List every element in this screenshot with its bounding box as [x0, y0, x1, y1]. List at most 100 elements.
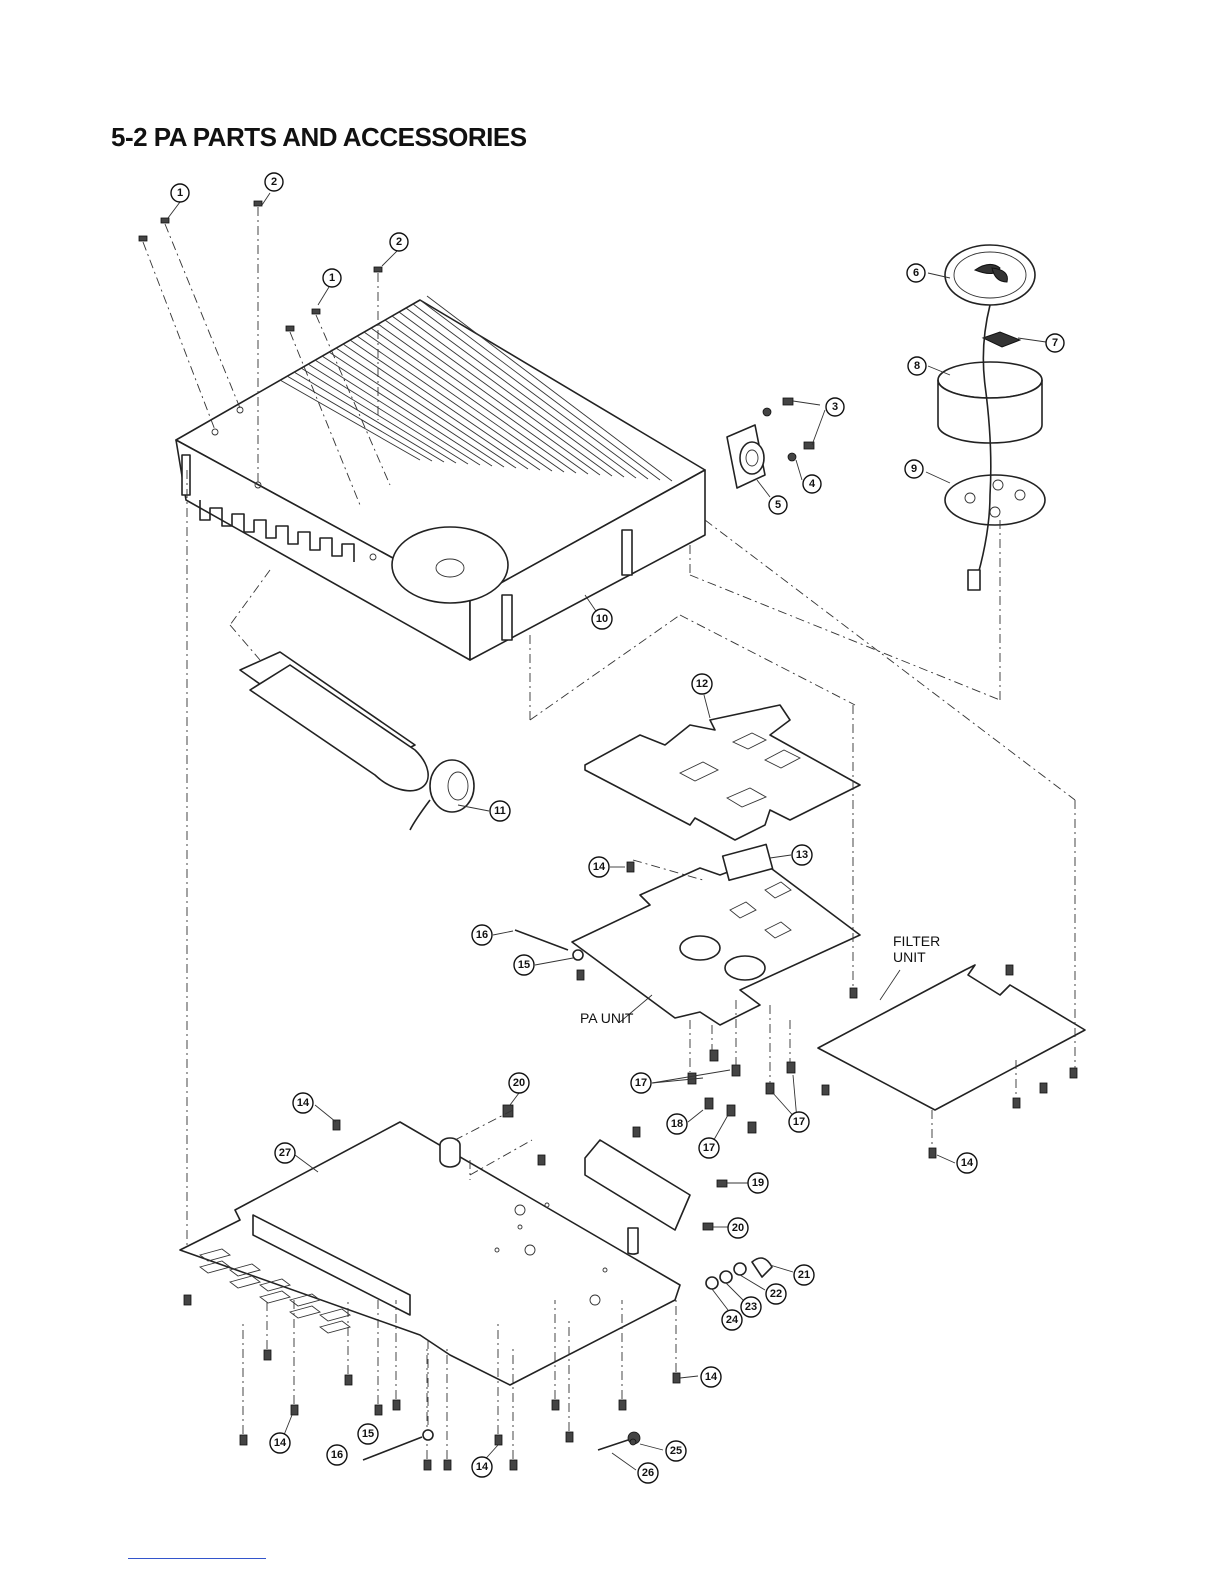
svg-text:9: 9	[911, 463, 917, 475]
screw	[538, 1155, 545, 1165]
svg-text:12: 12	[696, 678, 708, 690]
svg-text:1: 1	[177, 187, 183, 199]
svg-text:26: 26	[642, 1467, 654, 1479]
callout-3: 3	[826, 398, 844, 416]
screw	[333, 1120, 340, 1130]
svg-text:5: 5	[775, 499, 781, 511]
assembly-guide-lines	[187, 470, 1075, 1248]
callout-2: 2	[265, 173, 283, 191]
callout-1: 1	[171, 184, 189, 202]
filter-unit-board	[818, 800, 1085, 1158]
callout-22: 22	[766, 1284, 786, 1304]
footer-divider	[128, 1558, 266, 1559]
callout-17: 17	[631, 1073, 651, 1093]
callout-18: 18	[667, 1114, 687, 1134]
screw	[161, 218, 169, 223]
callout-16: 16	[472, 925, 492, 945]
screw	[254, 201, 262, 206]
svg-text:3: 3	[832, 401, 838, 413]
screw	[510, 1460, 517, 1470]
screw	[566, 1432, 573, 1442]
svg-text:8: 8	[914, 360, 920, 372]
svg-text:14: 14	[476, 1461, 489, 1473]
callout-14: 14	[701, 1367, 721, 1387]
svg-text:14: 14	[593, 861, 606, 873]
callout-1: 1	[323, 269, 341, 287]
screw	[264, 1350, 271, 1360]
callout-25: 25	[666, 1441, 686, 1461]
svg-text:6: 6	[913, 267, 919, 279]
vent-slot	[320, 1321, 350, 1333]
filter-unit-label-line2: UNIT	[893, 949, 926, 965]
screw	[240, 1435, 247, 1445]
filter-unit-label-line1: FILTER	[893, 933, 940, 949]
svg-text:16: 16	[331, 1449, 343, 1461]
svg-text:10: 10	[596, 613, 608, 625]
svg-text:20: 20	[513, 1077, 525, 1089]
callout-15: 15	[358, 1424, 378, 1444]
screw	[312, 309, 320, 314]
callout-7: 7	[1046, 334, 1064, 352]
callout-2: 2	[390, 233, 408, 251]
svg-text:15: 15	[518, 959, 530, 971]
side-bracket	[502, 595, 512, 640]
vent-slot	[260, 1291, 290, 1303]
svg-text:1: 1	[329, 272, 335, 284]
callout-12: 12	[692, 674, 712, 694]
screw	[552, 1400, 559, 1410]
svg-text:2: 2	[271, 176, 277, 188]
svg-text:27: 27	[279, 1147, 291, 1159]
callout-27: 27	[275, 1143, 295, 1163]
callout-9: 9	[905, 460, 923, 478]
svg-text:13: 13	[796, 849, 808, 861]
vent-slot	[290, 1306, 320, 1318]
svg-text:21: 21	[798, 1269, 810, 1281]
callout-8: 8	[908, 357, 926, 375]
svg-text:14: 14	[705, 1371, 718, 1383]
screw	[444, 1460, 451, 1470]
shield-plate	[585, 705, 860, 840]
callout-5: 5	[769, 496, 787, 514]
screw	[139, 236, 147, 241]
screw	[619, 1400, 626, 1410]
speaker-disk	[945, 475, 1045, 525]
speaker-opening	[392, 527, 508, 603]
svg-text:18: 18	[671, 1118, 683, 1130]
svg-text:14: 14	[961, 1157, 974, 1169]
screw	[393, 1400, 400, 1410]
callout-23: 23	[741, 1297, 761, 1317]
callout-20: 20	[509, 1073, 529, 1093]
svg-text:16: 16	[476, 929, 488, 941]
svg-text:17: 17	[703, 1142, 715, 1154]
svg-text:20: 20	[732, 1222, 744, 1234]
callout-16: 16	[327, 1445, 347, 1465]
callout-17: 17	[699, 1138, 719, 1158]
svg-text:25: 25	[670, 1445, 682, 1457]
screw	[495, 1435, 502, 1445]
callout-13: 13	[792, 845, 812, 865]
callout-21: 21	[794, 1265, 814, 1285]
svg-text:24: 24	[726, 1314, 739, 1326]
svg-text:14: 14	[274, 1437, 287, 1449]
svg-text:17: 17	[635, 1077, 647, 1089]
svg-text:19: 19	[752, 1177, 764, 1189]
callout-14: 14	[589, 857, 609, 877]
speaker-pad	[983, 332, 1020, 347]
callout-20: 20	[728, 1218, 748, 1238]
pa-unit-board	[572, 844, 860, 1025]
callout-14: 14	[270, 1433, 290, 1453]
bottom-chassis	[180, 1105, 727, 1385]
screw	[345, 1375, 352, 1385]
svg-text:14: 14	[297, 1097, 310, 1109]
callout-14: 14	[957, 1153, 977, 1173]
screw	[374, 267, 382, 272]
callout-14: 14	[472, 1457, 492, 1477]
svg-text:11: 11	[494, 805, 506, 817]
screw	[291, 1405, 298, 1415]
svg-text:4: 4	[809, 478, 816, 490]
vent-slot	[230, 1276, 260, 1288]
heatsink-chassis	[176, 296, 705, 660]
svg-text:2: 2	[396, 236, 402, 248]
svg-text:7: 7	[1052, 337, 1058, 349]
